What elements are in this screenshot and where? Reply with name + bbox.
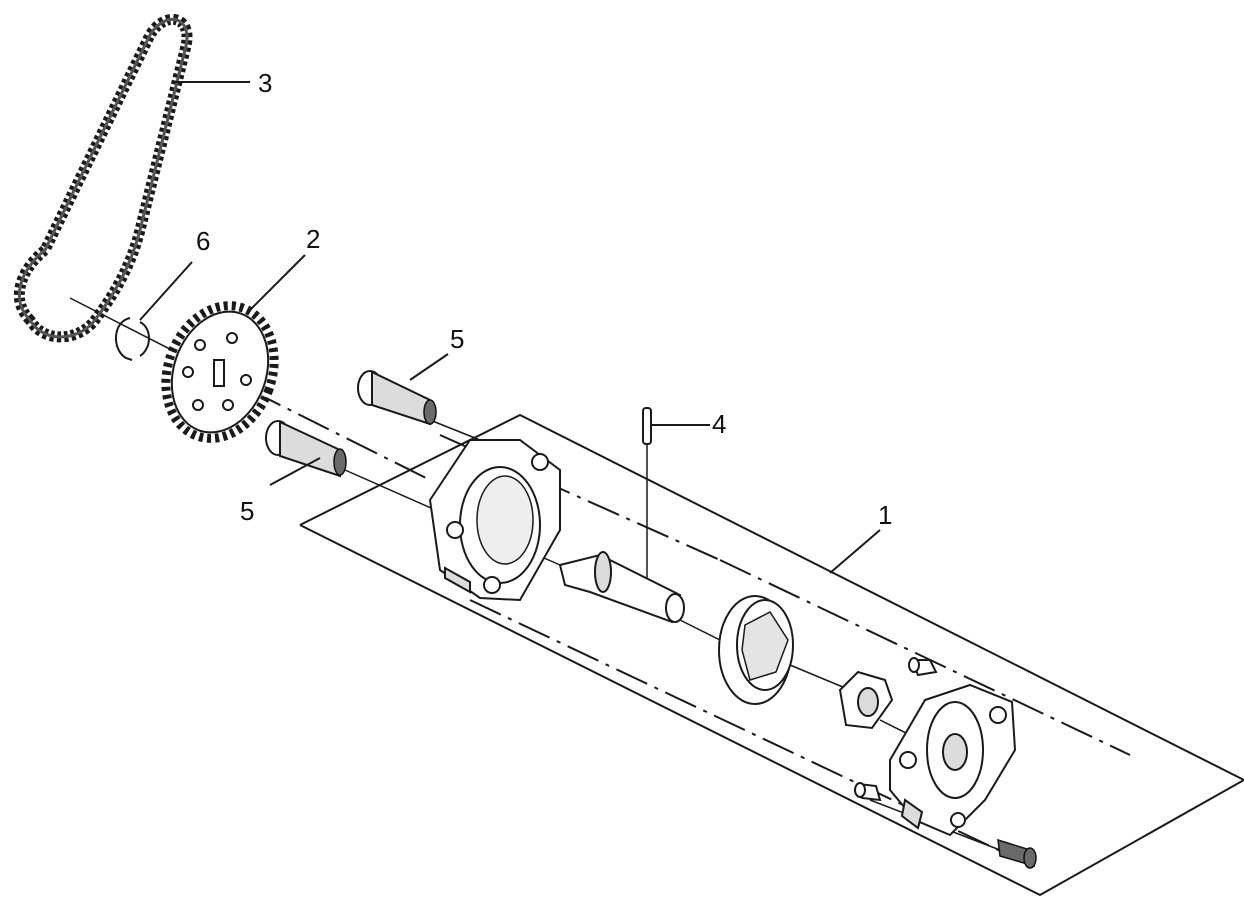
pump-shaft — [558, 551, 685, 624]
callout-4: 4 — [712, 409, 726, 439]
assembly-outline — [299, 413, 1244, 897]
pin-icon — [642, 407, 652, 582]
outer-rotor — [718, 595, 794, 705]
bolt-icon — [265, 420, 347, 478]
callout-3: 3 — [258, 68, 272, 98]
callout-2: 2 — [306, 224, 320, 254]
drive-chain-icon — [13, 13, 193, 343]
inner-rotor — [838, 670, 894, 730]
dowel-pin-icon — [854, 782, 882, 802]
dowel-pin-icon — [908, 657, 938, 677]
rear-cover — [889, 683, 1017, 837]
callout-1: 1 — [878, 500, 892, 530]
callout-6: 6 — [196, 226, 210, 256]
sprocket-icon — [161, 301, 279, 443]
screw-icon — [997, 838, 1037, 869]
pump-body — [428, 439, 561, 602]
bolt-icon — [357, 370, 437, 426]
circlip-icon — [115, 317, 150, 361]
callout-5-lower: 5 — [240, 496, 254, 526]
callout-5-upper: 5 — [450, 324, 464, 354]
leader-lines — [139, 81, 881, 574]
